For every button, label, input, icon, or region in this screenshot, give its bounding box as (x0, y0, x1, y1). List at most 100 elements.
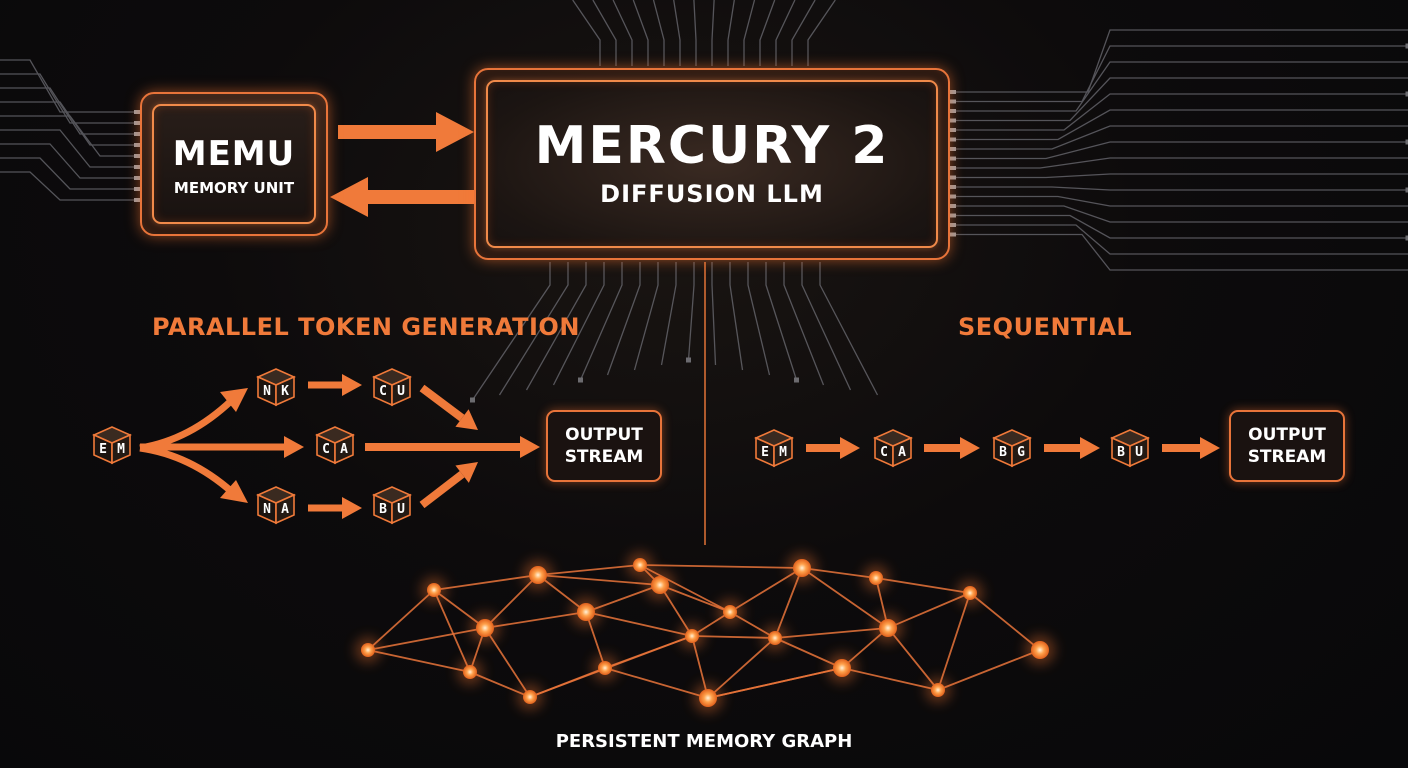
sequential-arrow-4 (1162, 437, 1220, 459)
sequential-token-3-letter-right: G (1017, 445, 1025, 460)
graph-node (833, 659, 851, 677)
graph-node (633, 558, 647, 572)
parallel-token-bottom-1-letter-left: N (263, 502, 271, 517)
graph-edge (367, 649, 471, 673)
graph-node (685, 629, 699, 643)
parallel-arrow-top-merge (419, 384, 478, 430)
memu-to-mercury-arrow (338, 112, 474, 152)
parallel-token-bottom-1-letter-right: A (281, 502, 289, 517)
sequential-token-3-letter-left: B (999, 445, 1007, 460)
sequential-arrow-3 (1044, 437, 1100, 459)
graph-node (768, 631, 782, 645)
graph-edge (433, 574, 539, 591)
parallel-token-source-letter-right: M (117, 442, 125, 457)
graph-node (1031, 641, 1049, 659)
memu-box: MEMU MEMORY UNIT (140, 92, 328, 236)
graph-edge (367, 627, 486, 651)
graph-edge (537, 564, 641, 576)
parallel-token-bottom-2-letter-left: B (379, 502, 387, 517)
memu-title: MEMU (172, 134, 296, 174)
parallel-token-top-2-letter-left: C (379, 384, 387, 399)
parallel-arrow-bottom-merge (419, 462, 478, 509)
graph-edge (707, 667, 843, 699)
parallel-arrow-bottom (308, 497, 362, 519)
graph-edge (801, 567, 889, 629)
graph-edge (841, 667, 939, 691)
parallel-heading: PARALLEL TOKEN GENERATION (152, 313, 580, 341)
graph-node (598, 661, 612, 675)
graph-edge (969, 592, 1041, 651)
graph-node (793, 559, 811, 577)
parallel-output-line2: STREAM (564, 447, 644, 467)
graph-node (869, 571, 883, 585)
graph-node (361, 643, 375, 657)
circuit-traces (0, 0, 1408, 403)
graph-node (879, 619, 897, 637)
graph-edge (937, 649, 1041, 691)
parallel-token-top-2-letter-right: U (397, 384, 405, 399)
sequential-output-line1: OUTPUT (1248, 424, 1326, 445)
memory-graph (355, 552, 1055, 713)
parallel-arrow-mid-output (365, 436, 540, 458)
sequential-token-2-letter-right: A (898, 445, 906, 460)
graph-node (723, 605, 737, 619)
parallel-token-mid-letter-left: C (322, 442, 330, 457)
graph-edge (367, 589, 435, 651)
parallel-token-top-1-letter-right: K (281, 384, 289, 399)
graph-edge (774, 627, 889, 639)
parallel-output-stream: OUTPUT STREAM (546, 410, 662, 482)
parallel-output-line1: OUTPUT (565, 424, 643, 445)
sequential-token-1-letter-left: E (761, 445, 769, 460)
graph-node (963, 586, 977, 600)
graph-edge (937, 592, 971, 691)
graph-node (523, 690, 537, 704)
parallel-arrow-top (308, 374, 362, 396)
mercury-box: MERCURY 2 DIFFUSION LLM (474, 68, 950, 260)
sequential-heading: SEQUENTIAL (958, 313, 1133, 341)
sequential-output-stream: OUTPUT STREAM (1229, 410, 1345, 482)
graph-node (427, 583, 441, 597)
graph-node (463, 665, 477, 679)
graph-node (651, 576, 669, 594)
mercury-title: MERCURY 2 (534, 116, 890, 176)
graph-edge (537, 574, 661, 586)
sequential-token-4-letter-left: B (1117, 445, 1125, 460)
sequential-output-line2: STREAM (1247, 447, 1327, 467)
graph-node (931, 683, 945, 697)
sequential-token-4-letter-right: U (1135, 445, 1143, 460)
graph-edge (691, 635, 776, 639)
graph-node (476, 619, 494, 637)
graph-edge (433, 589, 471, 673)
graph-node (577, 603, 595, 621)
parallel-token-mid-letter-right: A (340, 442, 348, 457)
graph-edge (484, 611, 587, 629)
graph-edge (639, 564, 803, 569)
sequential-token-1-letter-right: M (779, 445, 787, 460)
graph-label: PERSISTENT MEMORY GRAPH (555, 731, 853, 752)
sequential-arrows (806, 437, 1220, 459)
sequential-token-2-letter-left: C (880, 445, 888, 460)
parallel-token-top-1-letter-left: N (263, 384, 271, 399)
graph-node (699, 689, 717, 707)
parallel-token-source-letter-left: E (99, 442, 107, 457)
graph-edge (585, 611, 693, 637)
sequential-arrow-1 (806, 437, 860, 459)
graph-node (529, 566, 547, 584)
parallel-arrow-source-mid (140, 436, 304, 458)
sequential-arrow-2 (924, 437, 980, 459)
parallel-token-bottom-2-letter-right: U (397, 502, 405, 517)
mercury-to-memu-arrow (330, 177, 474, 217)
mercury-subtitle: DIFFUSION LLM (600, 180, 824, 208)
